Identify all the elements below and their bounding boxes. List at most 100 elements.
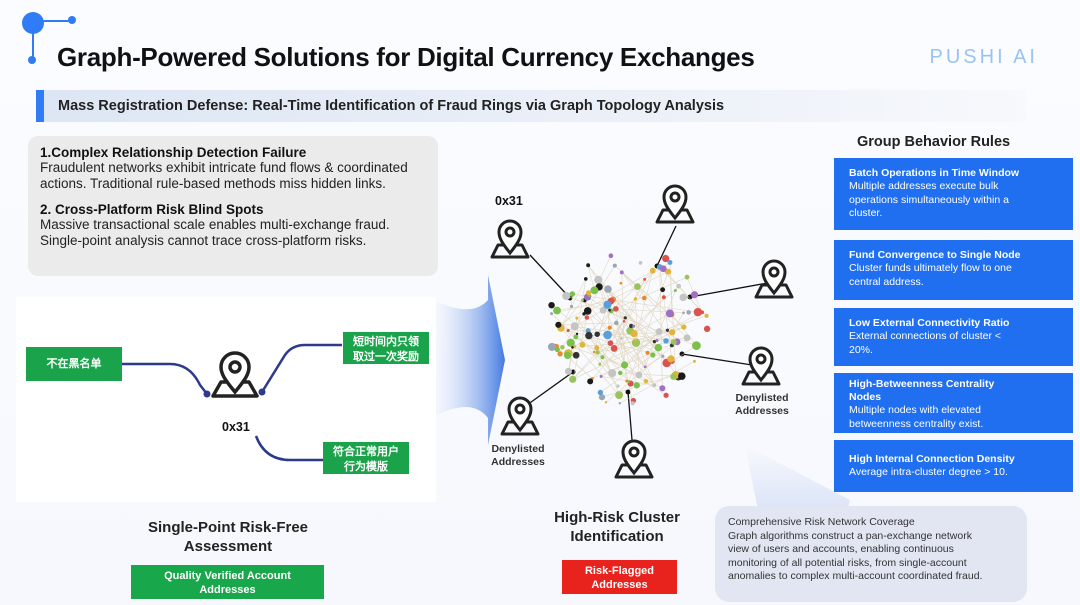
graph-node [607, 340, 614, 346]
problems-box: 1.Complex Relationship Detection Failure… [28, 136, 438, 276]
graph-node [550, 312, 554, 316]
graph-node [643, 365, 647, 369]
graph-node [585, 331, 593, 340]
graph-edge [593, 326, 684, 353]
graph-node [642, 295, 647, 301]
graph-node [652, 383, 657, 388]
graph-edge [574, 325, 678, 343]
graph-edge [593, 351, 663, 389]
graph-node [575, 332, 579, 336]
graph-edge [599, 279, 645, 365]
graph-node [603, 300, 612, 309]
graph-node [599, 306, 607, 314]
graph-node [566, 338, 575, 347]
graph-edge [671, 345, 697, 362]
graph-edge [557, 300, 612, 311]
graph-node [555, 321, 562, 328]
graph-node [572, 351, 580, 359]
location-pin-icon [500, 396, 540, 436]
graph-edge [584, 300, 655, 386]
graph-edge [572, 293, 698, 313]
graph-node [608, 308, 612, 312]
graph-node [670, 339, 676, 344]
subtitle-bar [36, 90, 1026, 122]
graph-node [598, 394, 606, 401]
graph-node [692, 359, 696, 363]
graph-node [665, 328, 670, 332]
tag-normal-behavior: 符合正常用户行为模版 [323, 442, 409, 474]
graph-node [547, 342, 557, 351]
graph-node [693, 307, 703, 317]
graph-edge [615, 308, 673, 346]
graph-node [630, 330, 638, 338]
rule-card: Low External Connectivity Ratio External… [834, 308, 1073, 366]
pin-anchor [625, 389, 631, 395]
graph-edge [587, 310, 646, 368]
pin-connector [627, 391, 633, 441]
graph-node [634, 283, 641, 290]
graph-node [629, 323, 634, 329]
graph-edge [659, 266, 663, 389]
graph-node [700, 310, 705, 315]
graph-node [662, 254, 670, 263]
graph-node [673, 289, 677, 292]
graph-edge [621, 272, 688, 339]
graph-node [610, 345, 618, 352]
graph-node [638, 261, 643, 265]
graph-edge [621, 272, 685, 328]
graph-edge [551, 313, 577, 338]
graph-node [573, 345, 577, 348]
graph-node [634, 338, 638, 342]
graph-edge [562, 265, 616, 348]
graph-node [667, 355, 675, 363]
graph-node [683, 334, 691, 342]
location-pin-icon [754, 259, 794, 299]
graph-edge [558, 322, 617, 326]
graph-node [655, 328, 663, 336]
graph-edge [584, 300, 620, 396]
decor-dot [68, 16, 76, 24]
graph-edge [663, 268, 703, 313]
graph-node [583, 277, 588, 281]
problem-heading: 2. Cross-Platform Risk Blind Spots [40, 202, 264, 217]
graph-edge [596, 310, 612, 335]
graph-node [670, 373, 677, 380]
graph-node [575, 316, 579, 320]
graph-node [681, 324, 687, 330]
problem-text: Single-point analysis cannot trace cross… [40, 233, 367, 248]
pin-connector [529, 254, 571, 299]
address-label: 0x31 [495, 194, 523, 208]
graph-node [594, 275, 603, 284]
graph-node [650, 352, 656, 358]
graph-node [652, 339, 657, 344]
graph-node [599, 374, 603, 378]
graph-edge [619, 361, 695, 404]
graph-edge [611, 276, 688, 312]
graph-edge [616, 322, 646, 367]
graph-node [682, 311, 685, 315]
graph-node [563, 351, 572, 360]
graph-edge [613, 270, 653, 349]
graph-edge [599, 311, 703, 365]
decor-line [32, 30, 34, 58]
rule-card: High Internal Connection Density Average… [834, 440, 1073, 492]
graph-node [597, 389, 604, 396]
tag-single-reward: 短时间内只领取过一次奖励 [343, 332, 429, 364]
page-title: Graph-Powered Solutions for Digital Curr… [57, 42, 755, 72]
location-pin-icon [614, 439, 654, 479]
graph-node [571, 346, 574, 349]
decor-line [34, 20, 72, 22]
graph-node [643, 378, 649, 384]
graph-node [562, 291, 571, 301]
graph-node [630, 401, 635, 406]
graph-node [649, 267, 656, 274]
graph-node [676, 283, 682, 289]
graph-node [594, 331, 600, 337]
graph-edge [560, 300, 583, 329]
graph-node [704, 313, 709, 318]
graph-node [684, 274, 690, 280]
graph-node [594, 345, 600, 351]
